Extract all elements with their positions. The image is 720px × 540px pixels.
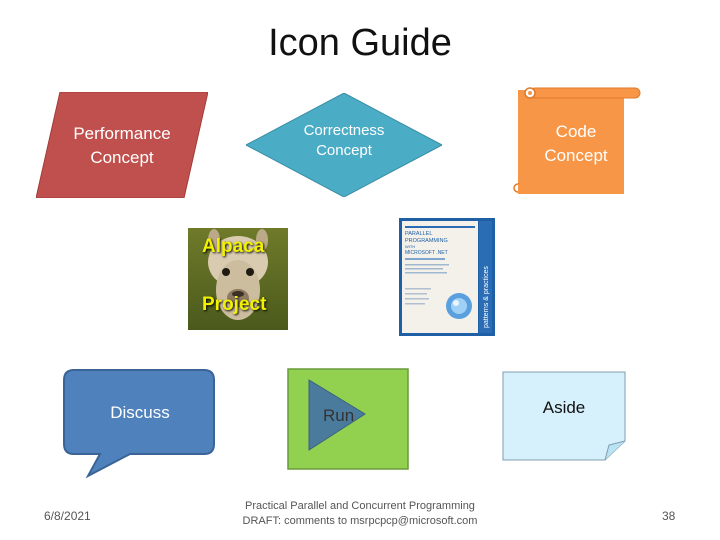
project-label: Project <box>202 294 267 315</box>
alpaca-label: Alpaca <box>202 236 265 257</box>
footer-page-number: 38 <box>662 509 676 523</box>
slide-title: Icon Guide <box>268 22 452 64</box>
book-cover-image: PARALLEL PROGRAMMING WITH MICROSOFT .NET… <box>399 218 495 336</box>
book-title-line-4: MICROSOFT .NET <box>405 250 448 256</box>
book-title-line-1: PARALLEL <box>405 231 432 237</box>
run-box-shape <box>287 368 409 470</box>
run-icon: Run <box>287 368 409 470</box>
footer-date: 6/8/2021 <box>44 509 91 523</box>
performance-concept-icon: Performance Concept <box>35 91 209 199</box>
parallelogram-shape <box>35 91 209 199</box>
note-shape <box>502 371 626 461</box>
scroll-shape <box>513 87 641 194</box>
book-spine-text: patterns & practices <box>483 266 490 328</box>
code-concept-icon: Code Concept <box>506 84 644 200</box>
alpaca-photo <box>188 228 288 330</box>
book-title-line-2: PROGRAMMING <box>405 238 448 244</box>
correctness-concept-icon: Correctness Concept <box>244 92 444 198</box>
play-arrow-icon <box>308 379 366 451</box>
footer-center-text: Practical Parallel and Concurrent Progra… <box>242 500 478 527</box>
discuss-icon: Discuss <box>62 368 218 480</box>
aside-icon: Aside <box>502 371 626 461</box>
diamond-shape <box>244 92 444 198</box>
alpaca-project-icon: Alpaca Project <box>188 228 288 330</box>
book-cover-icon: PARALLEL PROGRAMMING WITH MICROSOFT .NET… <box>399 218 495 336</box>
speech-bubble-shape <box>63 369 215 479</box>
book-title-line-3: WITH <box>405 244 415 249</box>
run-label: Run <box>323 406 355 425</box>
aside-label: Aside <box>542 398 586 417</box>
